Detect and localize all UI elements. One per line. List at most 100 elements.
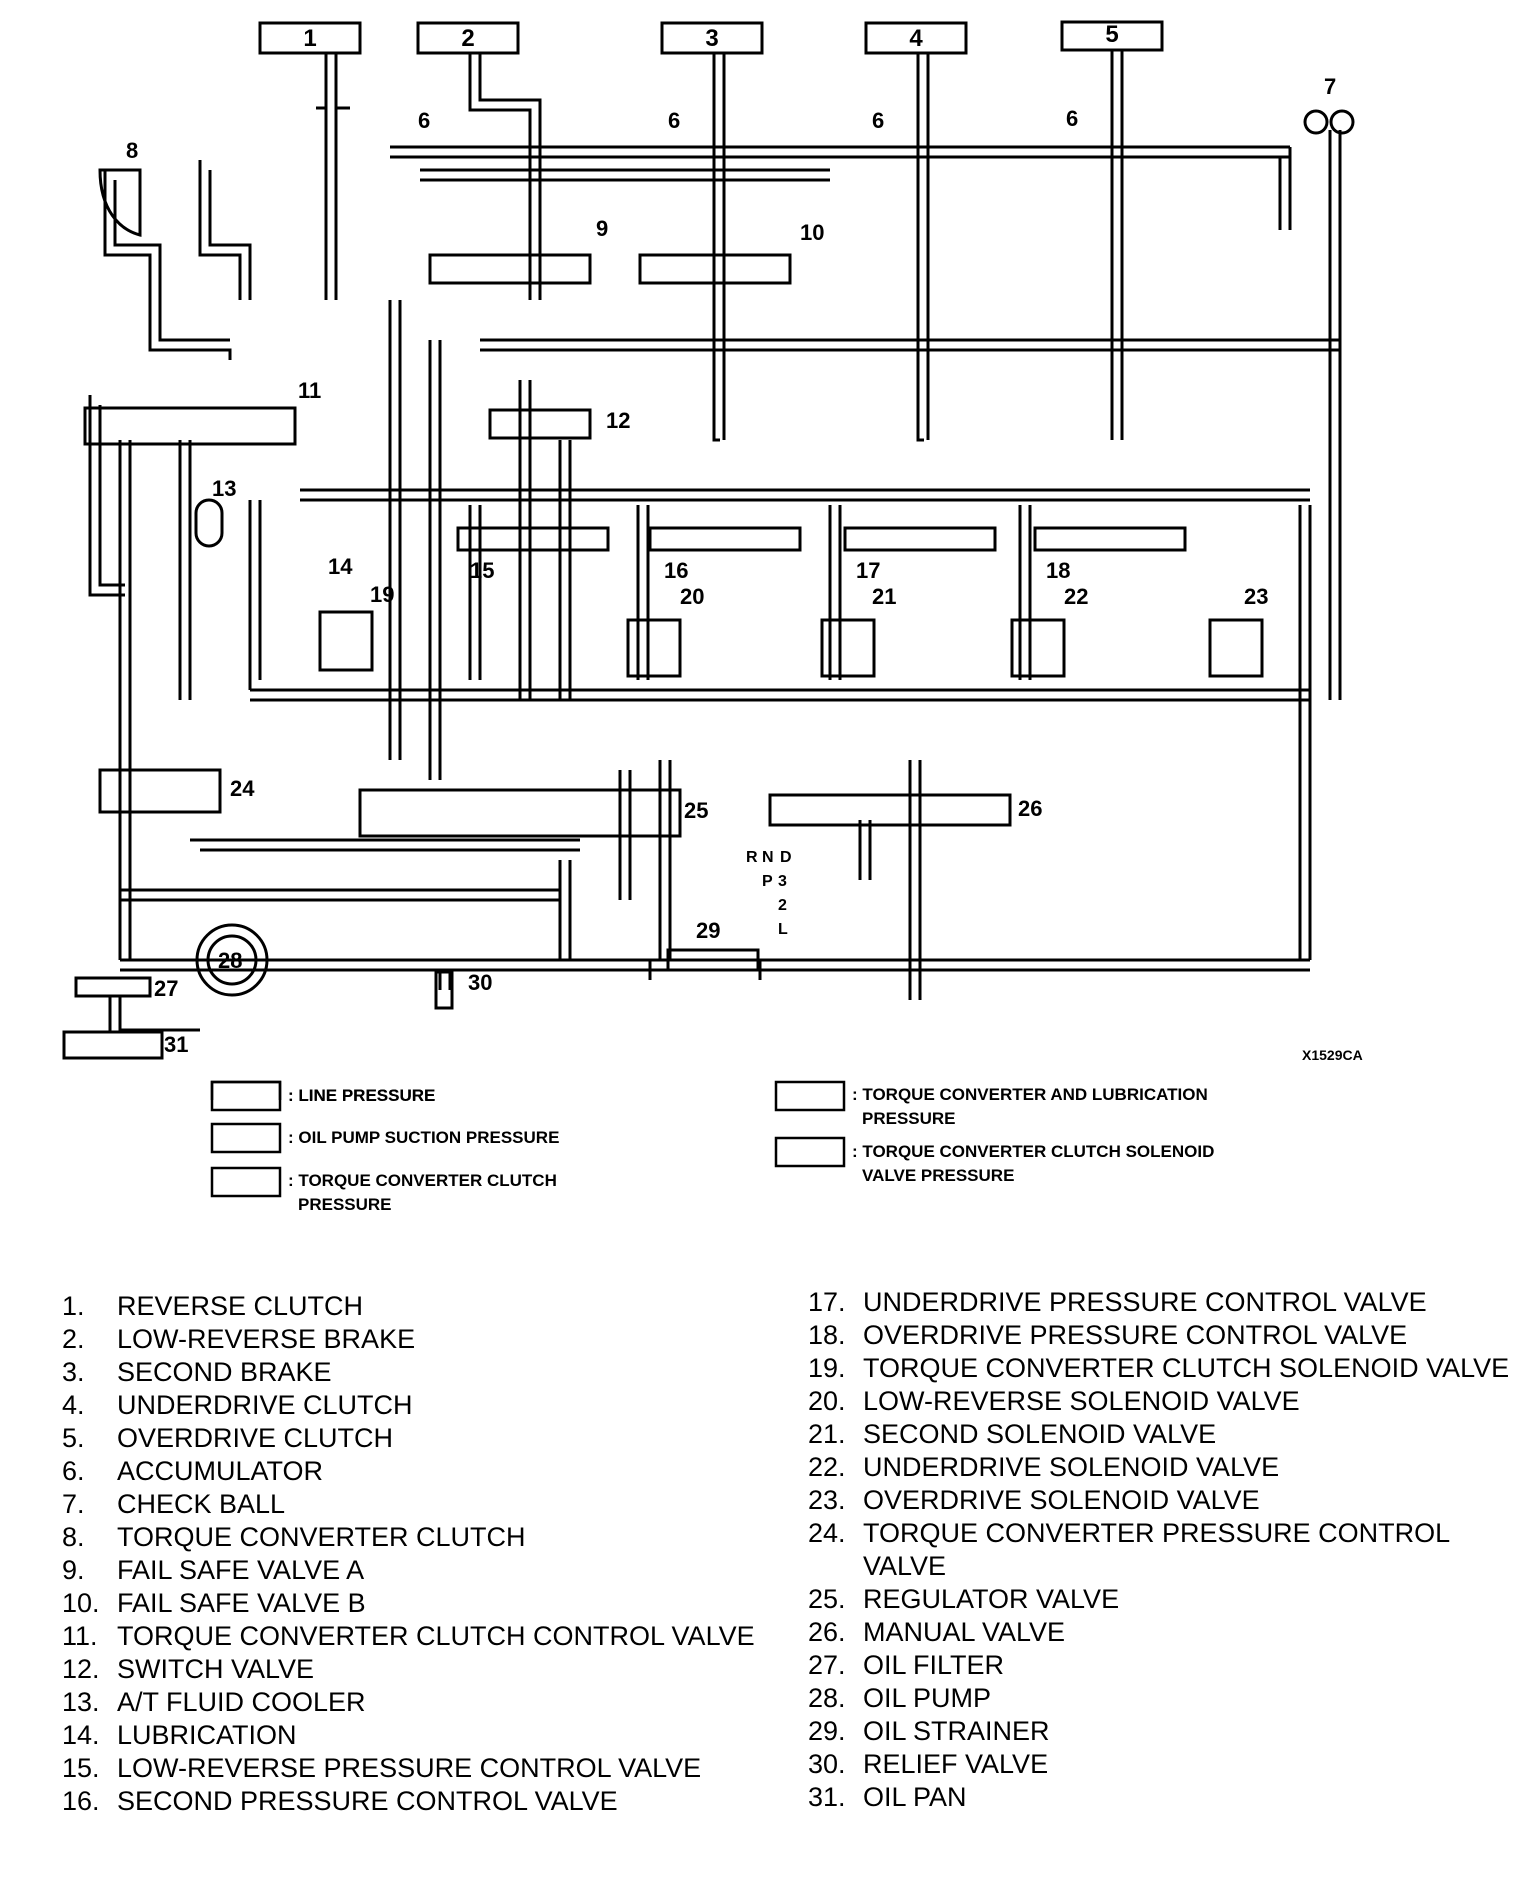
list-item: 21.SECOND SOLENOID VALVE (808, 1418, 1528, 1451)
second-brake-box (660, 21, 764, 55)
part-name: UNDERDRIVE SOLENOID VALVE (863, 1452, 1280, 1482)
component-box-label: 2 (461, 25, 474, 52)
part-number: 18. (808, 1320, 846, 1350)
fail-safe-valve-b-body (638, 253, 792, 285)
part-number: 12. (62, 1654, 100, 1684)
legend-swatch-tc-lube (774, 1080, 846, 1112)
list-item: 24.TORQUE CONVERTER PRESSURE CONTROL VAL… (808, 1517, 1528, 1583)
at-fluid-cooler (194, 498, 224, 548)
tcc-solenoid-valve-body (318, 610, 374, 672)
selector-position: 3 (778, 873, 787, 890)
callout-8: 8 (126, 138, 138, 163)
tc-pressure-control-valve-body (98, 768, 222, 814)
part-name: LUBRICATION (117, 1720, 297, 1750)
part-number: 2. (62, 1324, 85, 1354)
callout-21: 21 (872, 584, 896, 609)
hydraulic-circuit-diagram: 1 2 3 4 5 6 6 6 6 7 8 9 10 11 12 13 14 1… (62, 20, 1363, 1100)
legend-tcc-pressure: : TORQUE CONVERTER CLUTCH (288, 1171, 557, 1190)
list-item: 14.LUBRICATION (62, 1719, 762, 1752)
parts-list-left: 1.REVERSE CLUTCH 2.LOW-REVERSE BRAKE 3.S… (62, 1290, 762, 1818)
part-name: A/T FLUID COOLER (117, 1687, 366, 1717)
list-item: 20.LOW-REVERSE SOLENOID VALVE (808, 1385, 1528, 1418)
part-number: 31. (808, 1782, 846, 1812)
list-item: 26.MANUAL VALVE (808, 1616, 1528, 1649)
list-item: 4. UNDERDRIVE CLUTCH (62, 1389, 762, 1422)
callout-7: 7 (1324, 74, 1336, 99)
part-name: RELIEF VALVE (863, 1749, 1049, 1779)
legend-line-pressure: : LINE PRESSURE (288, 1086, 435, 1100)
accumulator-label: 6 (418, 108, 430, 133)
list-item: 9.FAIL SAFE VALVE A (62, 1554, 762, 1587)
legend-tcc-solenoid-pressure: : TORQUE CONVERTER CLUTCH SOLENOID (852, 1142, 1214, 1161)
list-item: 28.OIL PUMP (808, 1682, 1528, 1715)
callout-30: 30 (468, 970, 492, 995)
callout-26: 26 (1018, 796, 1042, 821)
callout-13: 13 (212, 476, 236, 501)
list-item: 27. OIL FILTER (808, 1649, 1528, 1682)
callout-15: 15 (470, 558, 494, 583)
reverse-clutch-box (258, 21, 362, 55)
part-number: 30. (808, 1749, 846, 1779)
accumulator-label: 6 (872, 108, 884, 133)
callout-20: 20 (680, 584, 704, 609)
part-name: LOW-REVERSE BRAKE (117, 1324, 416, 1354)
part-number: 11. (62, 1621, 98, 1651)
list-item: 8.TORQUE CONVERTER CLUTCH (62, 1521, 762, 1554)
oil-pump (195, 923, 269, 997)
part-name: SECOND PRESSURE CONTROL VALVE (117, 1786, 618, 1816)
legend-tc-lube-pressure: : TORQUE CONVERTER AND LUBRICATION (852, 1085, 1208, 1104)
legend: : LINE PRESSURE : OIL PUMP SUCTION PRESS… (210, 1080, 1214, 1214)
callout-12: 12 (606, 408, 630, 433)
callout-14: 14 (328, 554, 353, 579)
part-number: 23. (808, 1485, 846, 1515)
selector-position: D (780, 849, 792, 866)
legend-suction-pressure: : OIL PUMP SUCTION PRESSURE (288, 1128, 559, 1147)
part-number: 8. (62, 1522, 85, 1552)
legend-swatch-tcc-solenoid (774, 1136, 846, 1168)
callout-19: 19 (370, 582, 394, 607)
low-reverse-pressure-control-valve-body (456, 526, 610, 552)
overdrive-pressure-control-valve-body (1033, 526, 1187, 552)
list-item: 15.LOW-REVERSE PRESSURE CONTROL VALVE (62, 1752, 762, 1785)
oil-pan (62, 1030, 164, 1060)
part-number: 19. (808, 1353, 846, 1383)
callout-24: 24 (230, 776, 255, 801)
part-number: 6. (62, 1456, 85, 1486)
list-item: 30. RELIEF VALVE (808, 1748, 1528, 1781)
part-number: 27. (808, 1650, 846, 1680)
part-number: 4. (62, 1390, 85, 1420)
part-name: SECOND BRAKE (117, 1357, 332, 1387)
callout-31: 31 (164, 1032, 188, 1057)
part-number: 16. (62, 1786, 100, 1816)
callout-25: 25 (684, 798, 708, 823)
part-name: OIL FILTER (863, 1650, 1005, 1680)
second-pressure-control-valve-body (648, 526, 802, 552)
part-name: CHECK BALL (117, 1489, 286, 1519)
part-name: FAIL SAFE VALVE B (117, 1588, 366, 1618)
callout-22: 22 (1064, 584, 1088, 609)
part-number: 9. (62, 1555, 85, 1585)
legend-tcc-pressure-line2: PRESSURE (298, 1195, 392, 1214)
accumulator-label: 6 (1066, 106, 1078, 131)
check-ball-right (1329, 109, 1355, 135)
part-number: 17. (808, 1287, 846, 1317)
part-name: UNDERDRIVE CLUTCH (117, 1390, 413, 1420)
list-item: 10.FAIL SAFE VALVE B (62, 1587, 762, 1620)
list-item: 16. SECOND PRESSURE CONTROL VALVE (62, 1785, 762, 1818)
component-box-label: 5 (1105, 21, 1118, 48)
callout-29: 29 (696, 918, 720, 943)
callout-17: 17 (856, 558, 880, 583)
list-item: 29.OIL STRAINER (808, 1715, 1528, 1748)
list-item: 31.OIL PAN (808, 1781, 1528, 1814)
part-number: 25. (808, 1584, 846, 1614)
tcc-control-valve-body (83, 406, 297, 446)
list-item: 1.REVERSE CLUTCH (62, 1290, 762, 1323)
selector-position: N (762, 849, 774, 866)
part-name: SWITCH VALVE (117, 1654, 315, 1684)
list-item: 17.UNDERDRIVE PRESSURE CONTROL VALVE (808, 1286, 1528, 1319)
part-number: 7. (62, 1489, 85, 1519)
list-item: 12. SWITCH VALVE (62, 1653, 762, 1686)
list-item: 23. OVERDRIVE SOLENOID VALVE (808, 1484, 1528, 1517)
part-name: OVERDRIVE SOLENOID VALVE (863, 1485, 1260, 1515)
part-name: LOW-REVERSE PRESSURE CONTROL VALVE (117, 1753, 702, 1783)
